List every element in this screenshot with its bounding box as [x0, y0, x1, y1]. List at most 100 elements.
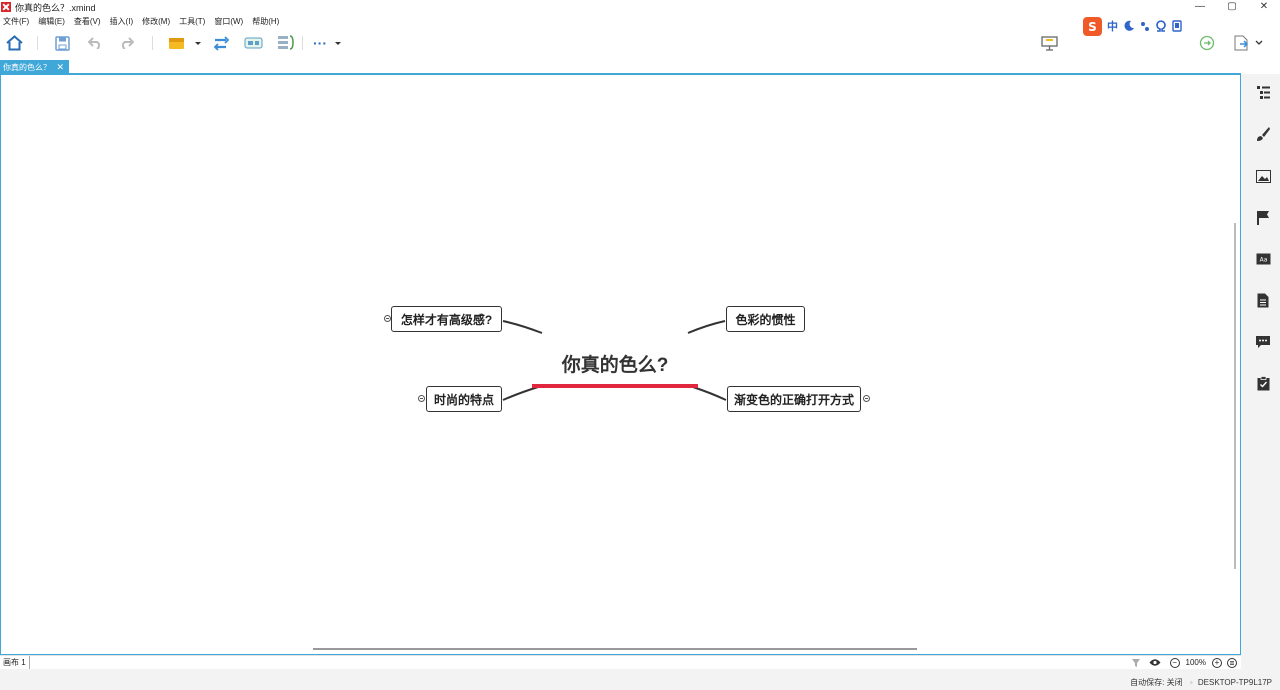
- sheet-tab[interactable]: 画布 1: [0, 656, 30, 669]
- host-name: DESKTOP-TP9L17P: [1197, 678, 1272, 687]
- autosave-status: 自动保存: 关闭 ◦ DESKTOP-TP9L17P: [1130, 677, 1272, 688]
- horizontal-scrollbar[interactable]: [313, 648, 917, 650]
- markers-button[interactable]: [1255, 209, 1271, 225]
- punctuation-icon[interactable]: [1140, 20, 1150, 32]
- comment-icon: [1256, 336, 1270, 348]
- clipboard-icon: [1257, 375, 1269, 390]
- share-button[interactable]: [1198, 34, 1216, 52]
- task-button[interactable]: [1255, 375, 1271, 391]
- menu-window[interactable]: 窗口(W): [214, 16, 244, 26]
- close-window-button[interactable]: ✕: [1259, 1, 1269, 12]
- svg-text:S: S: [1088, 20, 1097, 34]
- zoom-level: 100%: [1185, 658, 1206, 667]
- summary-button[interactable]: [276, 34, 294, 52]
- topic-icon: [169, 38, 201, 49]
- connector-left-bottom: [502, 386, 539, 401]
- xmind-logo-icon: [1, 2, 11, 12]
- more-button[interactable]: ···: [310, 34, 346, 52]
- connector-right-bottom: [692, 386, 727, 401]
- zoom-out-button[interactable]: −: [1169, 657, 1180, 668]
- host-icon: ◦: [1189, 678, 1193, 687]
- notes-button[interactable]: [1255, 292, 1271, 308]
- collapse-left-top-icon[interactable]: [384, 315, 391, 322]
- central-topic-underline: [532, 384, 698, 388]
- keyboard-icon[interactable]: [1172, 20, 1182, 32]
- more-icon: ···: [313, 35, 327, 51]
- moon-icon[interactable]: [1123, 20, 1135, 32]
- zoom-in-button[interactable]: +: [1212, 657, 1222, 668]
- topic-right-top[interactable]: 色彩的惯性: [726, 306, 805, 332]
- vertical-scrollbar[interactable]: [1234, 223, 1236, 569]
- collapse-left-bottom-icon[interactable]: [418, 395, 425, 402]
- window-controls: — ▢ ✕: [1184, 0, 1280, 14]
- topic-left-bottom[interactable]: 时尚的特点: [426, 386, 502, 412]
- minimize-button[interactable]: —: [1195, 1, 1205, 12]
- title-bar: 你真的色么？.xmind — ▢ ✕: [0, 0, 1280, 14]
- toolbar-separator: [152, 36, 153, 50]
- redo-icon: [121, 37, 134, 49]
- save-icon: [54, 35, 70, 51]
- export-icon: [1234, 35, 1263, 51]
- presentation-button[interactable]: [1040, 34, 1058, 52]
- menu-insert[interactable]: 插入(I): [109, 16, 134, 26]
- outline-icon: [1256, 85, 1270, 99]
- menu-edit[interactable]: 编辑(E): [38, 16, 65, 26]
- menu-help[interactable]: 帮助(H): [252, 16, 280, 26]
- status-bar: 画布 1 − 100% +: [0, 655, 1241, 669]
- svg-text:Aa: Aa: [1259, 257, 1267, 264]
- tab-label: 你真的色么？: [3, 62, 51, 72]
- menu-file[interactable]: 文件(F): [3, 16, 30, 26]
- topic-right-bottom[interactable]: 渐变色的正确打开方式: [727, 386, 861, 412]
- connector-right-top: [687, 320, 726, 334]
- filter-icon[interactable]: [1131, 658, 1141, 668]
- undo-button[interactable]: [86, 34, 104, 52]
- summary-icon: [277, 35, 294, 50]
- toolbar: ···: [0, 28, 1280, 60]
- insert-topic-button[interactable]: [167, 34, 203, 52]
- fit-map-icon[interactable]: [1227, 657, 1237, 668]
- outline-button[interactable]: [1255, 84, 1271, 100]
- tab-strip: 你真的色么？ ✕: [0, 60, 1280, 74]
- flag-icon: [1257, 210, 1269, 225]
- right-sidebar: Aa: [1245, 74, 1280, 656]
- home-button[interactable]: [5, 34, 23, 52]
- autosave-label: 自动保存: 关闭: [1130, 678, 1183, 687]
- menu-bar: 文件(F) 编辑(E) 查看(V) 插入(I) 修改(M) 工具(T) 窗口(W…: [0, 14, 1280, 28]
- tab-mindmap[interactable]: 你真的色么？ ✕: [0, 60, 69, 74]
- boundary-icon: [244, 37, 262, 49]
- topic-left-top[interactable]: 怎样才有高级感?: [391, 306, 502, 332]
- font-icon: Aa: [1256, 253, 1270, 265]
- tab-close-icon[interactable]: ✕: [56, 61, 64, 72]
- presentation-icon: [1040, 36, 1058, 51]
- comments-button[interactable]: [1255, 334, 1271, 350]
- connector-lines: [502, 320, 727, 401]
- zoom-controls: − 100% +: [1131, 656, 1241, 669]
- menu-tools[interactable]: 工具(T): [179, 16, 206, 26]
- share-icon: [1199, 35, 1215, 51]
- boundary-button[interactable]: [243, 34, 263, 52]
- menu-view[interactable]: 查看(V): [73, 16, 101, 26]
- omega-icon[interactable]: [1155, 20, 1167, 32]
- bottom-bar: 自动保存: 关闭 ◦ DESKTOP-TP9L17P: [0, 674, 1280, 690]
- image-button[interactable]: [1255, 168, 1271, 184]
- mindmap-canvas[interactable]: 你真的色么? 怎样才有高级感? 时尚的特点 色彩的惯性 渐变色的正确打开方式: [0, 73, 1241, 655]
- eye-icon[interactable]: [1149, 658, 1161, 667]
- window-title: 你真的色么？.xmind: [15, 2, 96, 13]
- relationship-button[interactable]: [212, 34, 230, 52]
- relationship-icon: [213, 35, 229, 51]
- format-button[interactable]: [1255, 126, 1271, 142]
- undo-icon: [88, 37, 101, 49]
- font-button[interactable]: Aa: [1255, 251, 1271, 267]
- redo-button[interactable]: [118, 34, 136, 52]
- export-button[interactable]: [1232, 34, 1264, 52]
- ime-language-toggle[interactable]: 中: [1107, 21, 1118, 33]
- toolbar-separator: [37, 36, 38, 50]
- maximize-button[interactable]: ▢: [1227, 1, 1237, 12]
- menu-modify[interactable]: 修改(M): [142, 16, 171, 26]
- collapse-right-bottom-icon[interactable]: [863, 395, 870, 402]
- sogou-logo-icon: S: [1083, 16, 1102, 36]
- save-button[interactable]: [53, 34, 71, 52]
- image-icon: [1255, 169, 1271, 183]
- central-topic[interactable]: 你真的色么?: [561, 354, 669, 376]
- paintbrush-icon: [1257, 127, 1270, 141]
